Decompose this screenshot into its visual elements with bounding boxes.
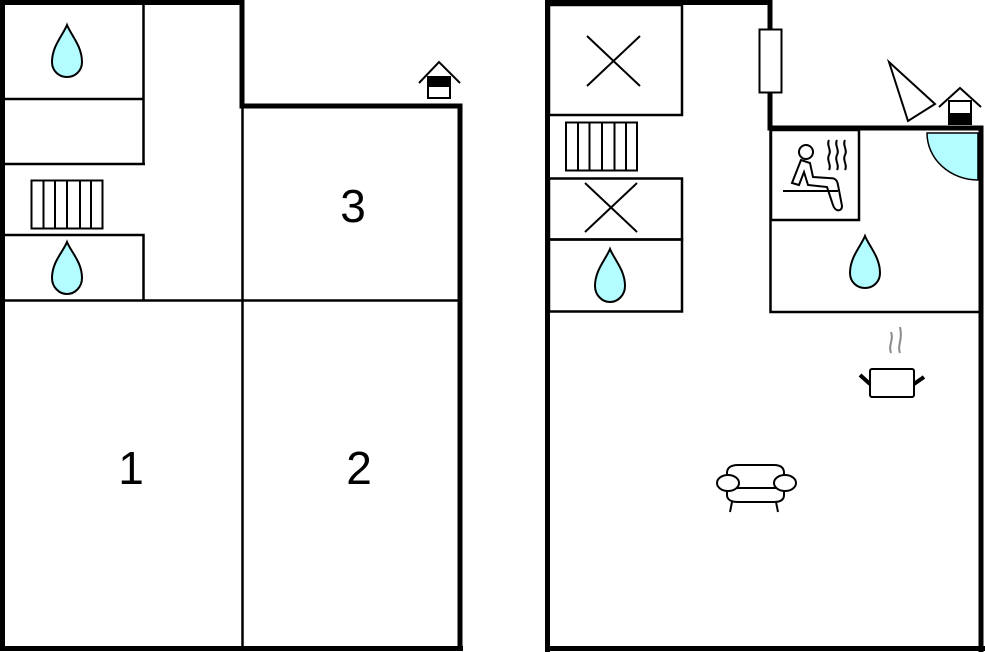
sauna-icon	[783, 139, 847, 212]
terrace-icon	[886, 58, 937, 123]
water-drop-icon	[848, 233, 882, 290]
left-floor-plan: 3 1 2	[0, 0, 463, 651]
sauna-room	[769, 128, 861, 222]
sofa-icon	[716, 464, 797, 513]
cooking-pot-icon	[858, 326, 926, 398]
water-drop-icon	[593, 246, 627, 304]
room-label-1: 1	[118, 442, 144, 494]
stairs-icon	[30, 179, 104, 230]
entrance-house-icon	[938, 86, 982, 125]
void-x-icon	[586, 35, 641, 87]
room-label-3: 3	[340, 180, 366, 232]
void-room	[547, 177, 684, 241]
window-icon	[758, 28, 783, 94]
water-drop-icon	[50, 239, 84, 296]
right-floor-plan	[545, 0, 985, 652]
stairs-icon	[565, 121, 638, 172]
room-label-2: 2	[346, 442, 372, 494]
shower-icon	[926, 132, 979, 181]
left-outer-wall	[0, 0, 463, 650]
void-x-icon	[584, 182, 638, 233]
entrance-house-icon	[418, 60, 461, 99]
water-drop-icon	[50, 22, 84, 79]
bathroom-room	[547, 238, 684, 313]
void-room	[547, 3, 684, 117]
left-inner-wall	[5, 233, 145, 300]
